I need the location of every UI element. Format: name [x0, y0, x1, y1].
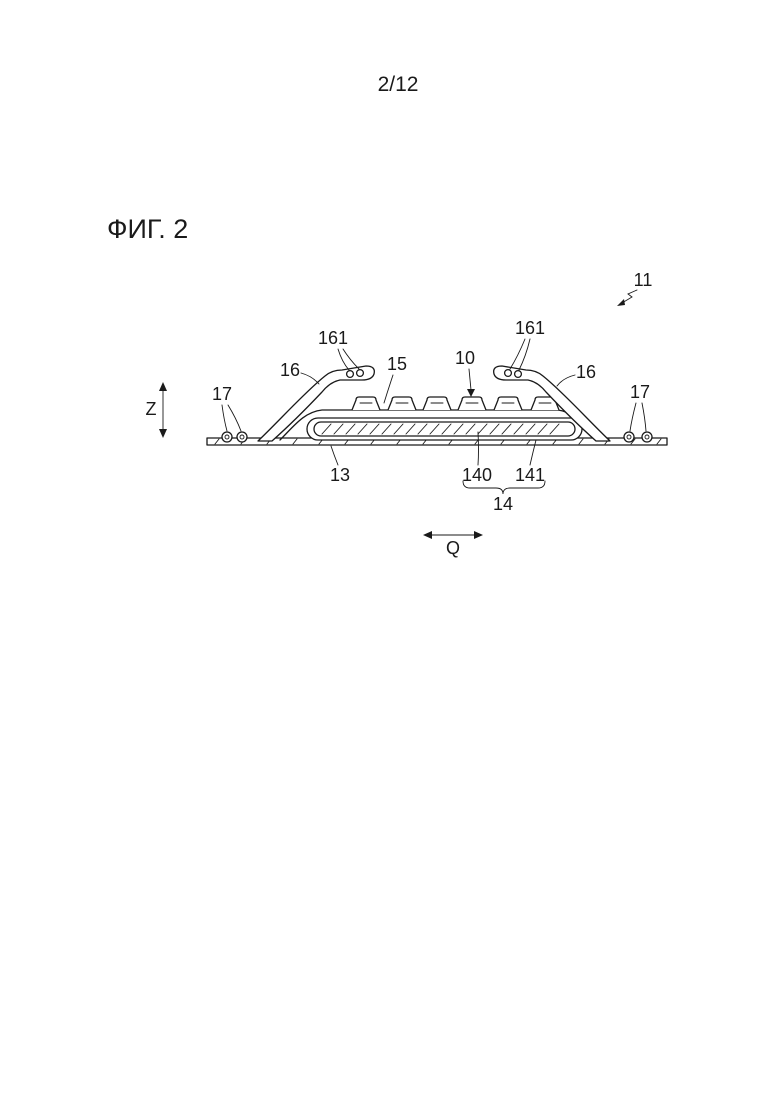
- q-axis-indicator: Q: [423, 531, 483, 558]
- elastic-161-right-b: [505, 370, 512, 377]
- ref-161-right-label: 161: [515, 318, 545, 338]
- ref-16-right-label: 16: [576, 362, 596, 382]
- ref-14-label: 14: [493, 494, 513, 514]
- ref-17-left-leader: [222, 405, 241, 431]
- elastic-161-left-b: [357, 370, 364, 377]
- q-axis-label: Q: [446, 538, 460, 558]
- q-axis-arrowhead-right: [474, 531, 483, 539]
- elastic-17-left-a: [222, 432, 232, 442]
- ref-11-label: 11: [634, 270, 653, 290]
- ref-16-right-leader: [557, 375, 575, 386]
- ref-141-label: 141: [515, 465, 545, 485]
- z-axis-arrowhead-up: [159, 382, 167, 391]
- ref-13-label: 13: [330, 465, 350, 485]
- topsheet-bump: [458, 397, 486, 410]
- page-number: 2/12: [378, 73, 419, 96]
- z-axis-label: Z: [146, 399, 157, 419]
- topsheet-bump: [423, 397, 451, 410]
- ref-161-right-leader: [510, 339, 530, 370]
- z-axis-indicator: Z: [146, 382, 168, 438]
- topsheet-bump: [352, 397, 380, 410]
- ref-17-right-leader: [630, 403, 646, 431]
- elastic-161-right-a: [515, 371, 522, 378]
- ref-10-leader: [469, 369, 471, 390]
- ref-161-left-leader: [338, 349, 359, 370]
- ref-13-leader: [331, 446, 338, 465]
- ref-16-left-leader: [301, 373, 319, 384]
- ref-15-label: 15: [387, 354, 407, 374]
- ref-17-left-label: 17: [212, 384, 232, 404]
- ref-10-label: 10: [455, 348, 475, 368]
- topsheet-bump: [494, 397, 522, 410]
- ref-11-group: 11: [617, 270, 652, 306]
- topsheet-bump: [388, 397, 416, 410]
- ref-17-right-label: 17: [630, 382, 650, 402]
- z-axis-arrowhead-down: [159, 429, 167, 438]
- ref-10-arrowhead: [467, 389, 475, 397]
- ref-16-left-label: 16: [280, 360, 300, 380]
- q-axis-arrowhead-left: [423, 531, 432, 539]
- figure-label: ФИГ. 2: [107, 214, 188, 244]
- elastic-17-right-a: [624, 432, 634, 442]
- core-body-140: [314, 422, 575, 436]
- ref-140-label: 140: [462, 465, 492, 485]
- ref-140-leader: [478, 432, 479, 465]
- ref-11-arrowhead: [617, 299, 625, 306]
- ref-161-left-label: 161: [318, 328, 348, 348]
- absorbent-core: [307, 418, 582, 440]
- elastic-17-left-b: [237, 432, 247, 442]
- elastic-161-left-a: [347, 371, 354, 378]
- topsheet-bumps: [352, 397, 559, 410]
- elastic-17-right-b: [642, 432, 652, 442]
